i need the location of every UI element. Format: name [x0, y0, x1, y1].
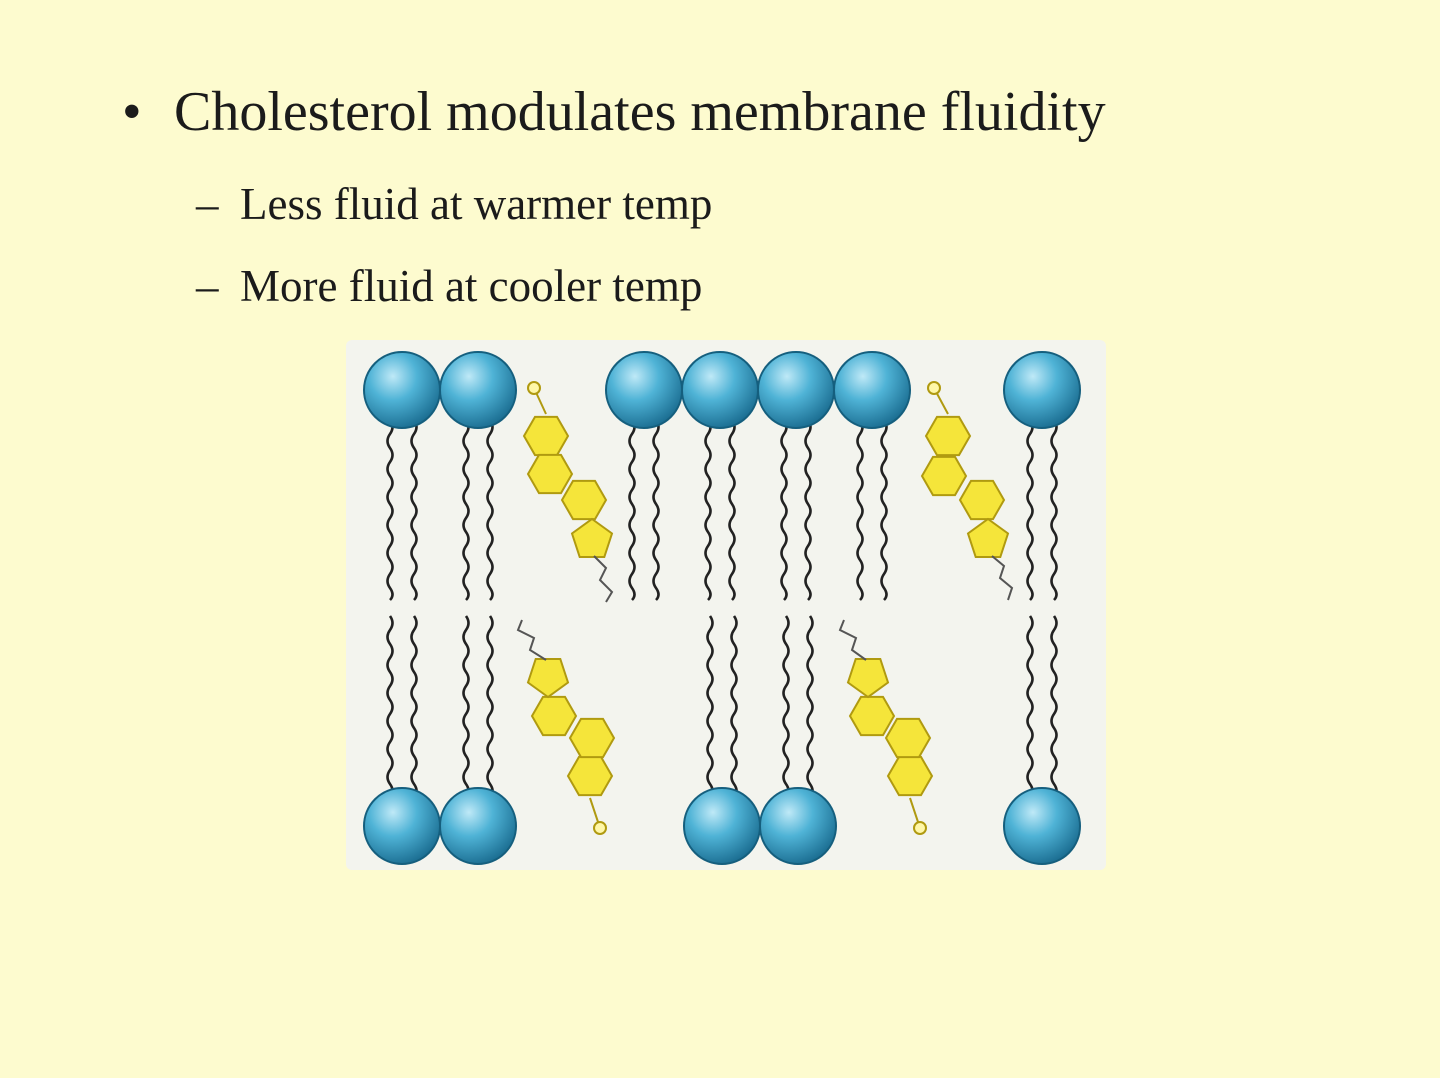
steroid-ring	[958, 479, 1006, 521]
phospholipid	[1003, 615, 1081, 865]
steroid-ring	[570, 517, 614, 558]
cholesterol	[920, 381, 1014, 601]
fatty-acid-tail	[1050, 615, 1058, 797]
fatty-acid-tail	[1026, 419, 1034, 601]
steroid-ring	[530, 695, 578, 737]
hydroxyl-group	[927, 381, 941, 395]
phospholipid	[683, 615, 761, 865]
cholesterol-tail	[838, 619, 867, 661]
phospholipid	[759, 615, 837, 865]
fatty-acid-tail	[1050, 419, 1058, 601]
fatty-acid-tail	[628, 419, 636, 601]
sub-bullet-warmer: –Less fluid at warmer temp	[196, 179, 713, 230]
fatty-acid-tail	[486, 615, 494, 797]
fatty-acid-tail	[410, 615, 418, 797]
phospholipid	[605, 351, 683, 601]
sub-bullet-cooler: –More fluid at cooler temp	[196, 261, 703, 312]
bullet-dot: •	[122, 81, 142, 143]
phospholipid-head	[439, 351, 517, 429]
fatty-acid-tail	[410, 419, 418, 601]
steroid-ring	[920, 455, 968, 497]
phospholipid	[1003, 351, 1081, 601]
sub-bullet-text: Less fluid at warmer temp	[240, 179, 713, 229]
fatty-acid-tail	[652, 419, 660, 601]
phospholipid	[833, 351, 911, 601]
fatty-acid-tail	[880, 419, 888, 601]
phospholipid	[439, 615, 517, 865]
phospholipid-head	[759, 787, 837, 865]
phospholipid	[363, 351, 441, 601]
fatty-acid-tail	[804, 419, 812, 601]
fatty-acid-tail	[462, 419, 470, 601]
steroid-ring	[568, 717, 616, 759]
fatty-acid-tail	[1026, 615, 1034, 797]
phospholipid-head	[605, 351, 683, 429]
steroid-ring	[846, 658, 890, 699]
cholesterol	[516, 619, 616, 835]
fatty-acid-tail	[386, 419, 394, 601]
bullet-dash: –	[196, 261, 219, 311]
cholesterol-tail	[991, 555, 1014, 601]
fatty-acid-tail	[856, 419, 864, 601]
main-bullet-text: Cholesterol modulates membrane fluidity	[174, 81, 1106, 143]
phospholipid-head	[439, 787, 517, 865]
main-bullet: • Cholesterol modulates membrane fluidity	[122, 81, 1106, 144]
fatty-acid-tail	[730, 615, 738, 797]
hydroxyl-group	[593, 821, 607, 835]
phospholipid	[439, 351, 517, 601]
fatty-acid-tail	[728, 419, 736, 601]
fatty-acid-tail	[462, 615, 470, 797]
steroid-ring	[522, 415, 570, 457]
phospholipid-head	[363, 787, 441, 865]
cholesterol	[522, 381, 614, 603]
phospholipid-head	[1003, 787, 1081, 865]
steroid-ring	[526, 658, 570, 699]
fatty-acid-tail	[386, 615, 394, 797]
cholesterol-tail	[516, 619, 547, 661]
steroid-ring	[966, 517, 1010, 558]
cholesterol-tail	[593, 555, 614, 603]
fatty-acid-tail	[486, 419, 494, 601]
bullet-dash: –	[196, 179, 219, 229]
phospholipid	[757, 351, 835, 601]
fatty-acid-tail	[780, 419, 788, 601]
steroid-ring	[526, 453, 574, 495]
phospholipid-head	[683, 787, 761, 865]
phospholipid	[681, 351, 759, 601]
phospholipid-head	[757, 351, 835, 429]
fatty-acid-tail	[706, 615, 714, 797]
sub-bullet-text: More fluid at cooler temp	[240, 261, 703, 311]
fatty-acid-tail	[704, 419, 712, 601]
lipid-bilayer-with-cholesterol-icon	[346, 340, 1106, 870]
fatty-acid-tail	[806, 615, 814, 797]
phospholipid-head	[681, 351, 759, 429]
steroid-ring	[886, 755, 934, 797]
fatty-acid-tail	[782, 615, 790, 797]
cholesterol	[838, 619, 934, 835]
steroid-ring	[566, 755, 614, 797]
hydroxyl-group	[913, 821, 927, 835]
phospholipid-head	[1003, 351, 1081, 429]
steroid-ring	[848, 695, 896, 737]
steroid-ring	[884, 717, 932, 759]
phospholipid-head	[833, 351, 911, 429]
phospholipid-head	[363, 351, 441, 429]
steroid-ring	[924, 415, 972, 457]
hydroxyl-group	[527, 381, 541, 395]
steroid-ring	[560, 479, 608, 521]
